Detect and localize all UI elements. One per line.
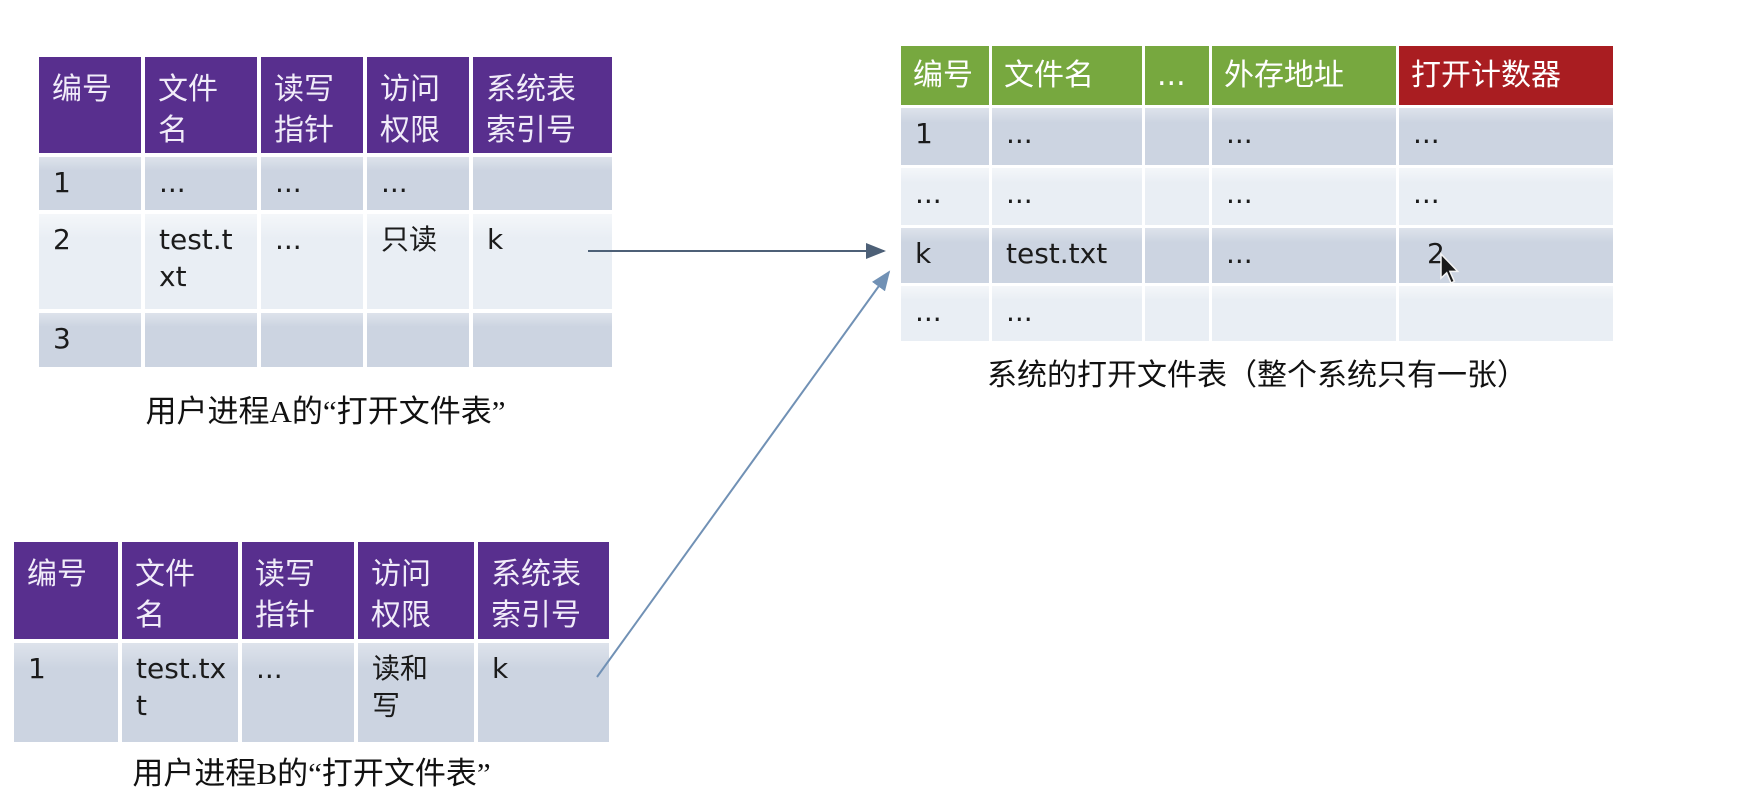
table-cell: ... [992,286,1142,341]
table-header-row: 编号 文件名 ... 外存地址 打开计数器 [901,46,1613,105]
table-cell: test.txt [992,228,1142,283]
table-row: 1 ... ... ... [39,157,612,210]
table-cell: k [901,228,989,283]
table-cell: test.t xt [145,214,257,309]
col-header: 外存地址 [1212,46,1396,105]
table-cell: ... [1399,168,1613,225]
table-cell: 1 [901,108,989,165]
table-cell: ... [901,286,989,341]
table-row: 2 test.t xt ... 只读 k [39,214,612,309]
table-cell [145,313,257,367]
table-cell [1212,286,1396,341]
process-b-open-file-table: 编号 文件 名 读写 指针 访问 权限 系统表 索引号 1 test.tx t … [10,538,613,746]
col-header: 系统表 索引号 [473,57,612,153]
table-row: 1 test.tx t ... 读和 写 k [14,643,609,742]
table-header-row: 编号 文件 名 读写 指针 访问 权限 系统表 索引号 [39,57,612,153]
open-counter-cell: 2 [1399,228,1613,283]
system-open-file-table: 编号 文件名 ... 外存地址 打开计数器 1 ... ... ... ... … [898,43,1616,344]
table-cell [473,157,612,210]
col-header: 文件名 [992,46,1142,105]
table-cell [1145,228,1209,283]
table-cell: test.tx t [122,643,238,742]
col-header: 系统表 索引号 [478,542,609,639]
col-header: 读写 指针 [242,542,354,639]
col-header-open-counter: 打开计数器 [1399,46,1613,105]
table-cell: ... [1212,108,1396,165]
table-cell: ... [242,643,354,742]
table-cell: ... [992,168,1142,225]
table-cell: 读和 写 [358,643,474,742]
table-cell: 2 [39,214,141,309]
table-cell: ... [1399,108,1613,165]
table-row-k: k test.txt ... 2 [901,228,1613,283]
table-cell: ... [145,157,257,210]
table-cell [1145,286,1209,341]
table-cell: 3 [39,313,141,367]
table-cell: ... [261,157,363,210]
table-cell: 只读 [367,214,469,309]
table-cell: 1 [39,157,141,210]
table-cell: k [478,643,609,742]
table-cell: ... [367,157,469,210]
table-cell [1145,108,1209,165]
col-header: 编号 [39,57,141,153]
col-header: 编号 [14,542,118,639]
table-cell [473,313,612,367]
table-row: ... ... [901,286,1613,341]
table-cell [261,313,363,367]
col-header: 读写 指针 [261,57,363,153]
process-a-open-file-table: 编号 文件 名 读写 指针 访问 权限 系统表 索引号 1 ... ... ..… [35,53,616,371]
table-cell: 1 [14,643,118,742]
table-cell: ... [992,108,1142,165]
table-cell: ... [901,168,989,225]
table-cell: ... [261,214,363,309]
col-header: 访问 权限 [358,542,474,639]
system-table-caption: 系统的打开文件表（整个系统只有一张） [987,359,1527,392]
table-cell: k [473,214,612,309]
col-header: 访问 权限 [367,57,469,153]
col-header: 文件 名 [145,57,257,153]
process-a-table-caption: 用户进程A的“打开文件表” [145,394,506,429]
arrow-b-to-system-k [596,270,891,678]
col-header: 文件 名 [122,542,238,639]
process-b-table-caption: 用户进程B的“打开文件表” [132,756,491,791]
table-header-row: 编号 文件 名 读写 指针 访问 权限 系统表 索引号 [14,542,609,639]
table-cell: ... [1212,168,1396,225]
table-row: 3 [39,313,612,367]
table-cell: ... [1212,228,1396,283]
table-row: ... ... ... ... [901,168,1613,225]
col-header: ... [1145,46,1209,105]
table-row: 1 ... ... ... [901,108,1613,165]
table-cell [1145,168,1209,225]
col-header: 编号 [901,46,989,105]
table-cell [1399,286,1613,341]
table-cell [367,313,469,367]
